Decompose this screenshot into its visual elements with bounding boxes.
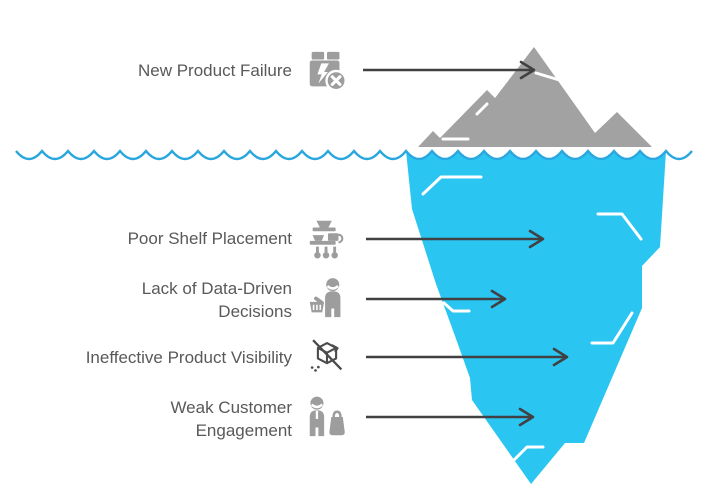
arrow-lack-of-data-driven-decisions bbox=[366, 289, 507, 309]
iceberg-crack bbox=[534, 71, 568, 84]
arrow-poor-shelf-placement bbox=[366, 229, 545, 249]
connector-arrows bbox=[363, 60, 569, 427]
iceberg-crack bbox=[590, 311, 634, 345]
iceberg-above-water bbox=[418, 47, 652, 147]
label-ineffective-product-visibility: Ineffective Product Visibility bbox=[85, 348, 292, 367]
arrow-new-product-failure bbox=[363, 60, 536, 80]
label-poor-shelf-placement: Poor Shelf Placement bbox=[127, 229, 292, 248]
iceberg-below-shape bbox=[406, 151, 666, 484]
arrow-ineffective-product-visibility bbox=[366, 347, 569, 367]
label-weak-customer-engagement: Weak Customer Engagement bbox=[170, 398, 292, 440]
iceberg-crack bbox=[596, 212, 643, 241]
arrow-weak-customer-engagement bbox=[366, 407, 535, 427]
label-new-product-failure: New Product Failure bbox=[137, 61, 292, 80]
iceberg-crack bbox=[511, 445, 545, 463]
shopper-with-basket-icon bbox=[309, 278, 341, 318]
iceberg-crack bbox=[421, 175, 483, 196]
iceberg-crack bbox=[475, 102, 489, 116]
hidden-product-box-icon bbox=[310, 339, 343, 372]
iceberg-below-water bbox=[406, 151, 666, 484]
iceberg-crack bbox=[442, 301, 471, 313]
customer-with-bag-icon bbox=[309, 396, 345, 437]
damaged-product-box-icon bbox=[309, 51, 347, 92]
kitchen-shelf-icon bbox=[309, 220, 344, 259]
iceberg-above-shape bbox=[418, 47, 652, 147]
waterline-wave bbox=[15, 149, 693, 161]
label-lack-of-data-driven-decisions: Lack of Data-Driven Decisions bbox=[141, 279, 292, 321]
